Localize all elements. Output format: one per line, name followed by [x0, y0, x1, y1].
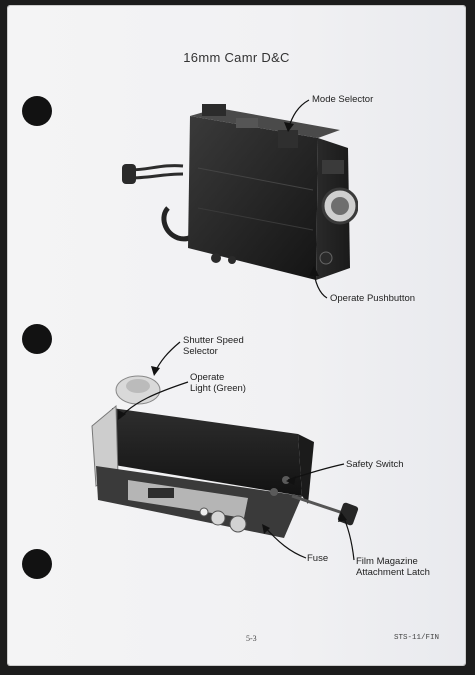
label-operate-pushbutton-text: Operate Pushbutton	[330, 293, 416, 304]
label-shutter-speed-line2: Selector	[183, 346, 218, 357]
label-safety-switch-text: Safety Switch	[346, 459, 404, 470]
label-operate-pushbutton: Operate Pushbutton	[330, 293, 415, 304]
label-safety-switch: Safety Switch	[346, 459, 404, 470]
punch-hole-top	[22, 96, 52, 126]
label-operate-light-line2: Light (Green)	[190, 383, 246, 394]
document-code: STS-11/FIN	[394, 634, 440, 642]
label-shutter-speed-line1: Shutter Speed	[183, 335, 244, 346]
label-operate-light-line1: Operate	[190, 372, 225, 383]
punch-hole-middle	[22, 324, 52, 354]
label-operate-light: Operate Light (Green)	[190, 372, 246, 394]
manual-page: 16mm Camr D&C	[8, 6, 465, 665]
label-fuse: Fuse	[307, 553, 328, 564]
label-shutter-speed-selector: Shutter Speed Selector	[183, 335, 244, 357]
page-title: 16mm Camr D&C	[183, 50, 290, 65]
label-mode-selector-text: Mode Selector	[312, 94, 374, 105]
label-fuse-text: Fuse	[307, 553, 329, 564]
punch-hole-bottom	[22, 549, 52, 579]
label-film-magazine-line1: Film Magazine	[356, 556, 418, 567]
label-film-magazine-line2: Attachment Latch	[356, 567, 430, 578]
camera-photo-top	[122, 104, 358, 280]
label-film-magazine-latch: Film Magazine Attachment Latch	[356, 556, 430, 578]
label-mode-selector: Mode Selector	[312, 94, 373, 105]
page-number: 5-3	[246, 634, 257, 643]
camera-photo-bottom	[91, 375, 359, 538]
